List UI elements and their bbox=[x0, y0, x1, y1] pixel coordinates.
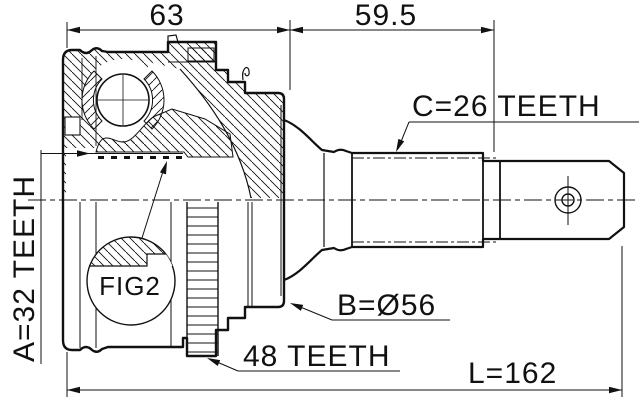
label-b-text: B=Ø56 bbox=[337, 289, 436, 322]
dimension-l162: L=162 bbox=[66, 246, 623, 397]
label-c-26-teeth: C=26 TEETH bbox=[396, 90, 639, 152]
label-b-diameter: B=Ø56 bbox=[290, 289, 450, 322]
dimension-l162-value: L=162 bbox=[468, 357, 557, 390]
fig2-leader-arrow bbox=[159, 161, 167, 175]
joint-body bbox=[61, 34, 286, 358]
dimension-59-5-value: 59.5 bbox=[355, 0, 417, 32]
label-a-32-teeth: A=32 TEETH bbox=[8, 150, 183, 364]
ball-bearing bbox=[96, 73, 150, 127]
label-48-arrow bbox=[207, 358, 221, 367]
body-outline bbox=[61, 40, 286, 358]
dimension-59-5: 59.5 bbox=[290, 0, 495, 152]
bell-mouth bbox=[66, 148, 95, 199]
dimension-63-value: 63 bbox=[149, 0, 184, 32]
label-48-teeth: 48 TEETH bbox=[207, 340, 400, 373]
abs-ring-teeth-band bbox=[186, 202, 219, 356]
snap-ring-groove bbox=[64, 116, 81, 136]
label-a-arrow bbox=[77, 150, 90, 157]
label-a-text: A=32 TEETH bbox=[8, 175, 41, 362]
abs-ring-section bbox=[167, 34, 250, 81]
label-c-text: C=26 TEETH bbox=[412, 90, 601, 123]
cage bbox=[81, 70, 165, 130]
inner-race-section bbox=[95, 108, 234, 158]
fig2-label: FIG2 bbox=[99, 271, 161, 301]
label-c-arrow bbox=[396, 138, 405, 152]
label-b-arrow bbox=[290, 303, 304, 311]
dimension-63: 63 bbox=[66, 0, 291, 90]
label-48-text: 48 TEETH bbox=[243, 340, 391, 373]
clip-hook bbox=[242, 67, 250, 81]
